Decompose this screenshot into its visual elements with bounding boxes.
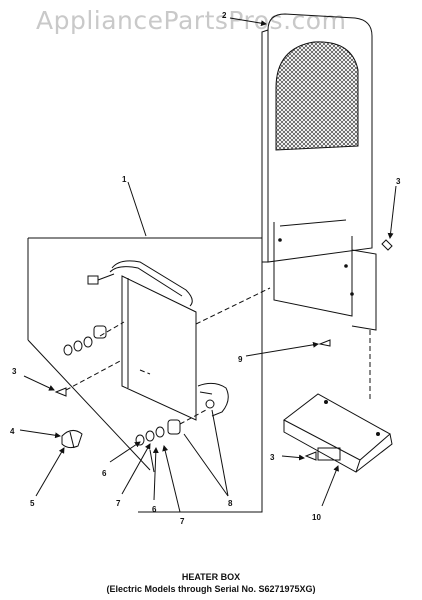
callout-8: 8: [228, 499, 233, 508]
heater-element: [87, 260, 229, 421]
callout-2: 2: [222, 11, 227, 20]
assembly-lines: [65, 287, 371, 425]
screws: [54, 239, 393, 461]
callout-6-center: 6: [152, 505, 157, 514]
vent-grille: [275, 41, 359, 151]
kit-box-outline: [27, 237, 263, 513]
callout-4: 4: [10, 427, 15, 436]
bracket: [283, 393, 393, 473]
callout-7-left: 7: [116, 499, 121, 508]
callout-5: 5: [30, 499, 35, 508]
back-panel: [261, 13, 377, 331]
insulators: [61, 325, 181, 449]
callout-1: 1: [122, 175, 127, 184]
callout-3-right: 3: [396, 177, 401, 186]
callout-6-left: 6: [102, 469, 107, 478]
diagram-subtitle: (Electric Models through Serial No. S627…: [106, 584, 316, 594]
callout-7-right: 7: [180, 517, 185, 526]
callouts: 2 1 3 3 3 4 5 6 6 7 7 8 9 10: [10, 11, 401, 526]
watermark: AppliancePartsPros.com: [36, 6, 347, 35]
callout-3-bracket: 3: [270, 453, 275, 462]
diagram-title: HEATER BOX: [181, 572, 241, 582]
callout-10: 10: [312, 513, 321, 522]
callout-3-left: 3: [12, 367, 17, 376]
callout-9: 9: [238, 355, 243, 364]
leader-lines: [19, 17, 397, 513]
